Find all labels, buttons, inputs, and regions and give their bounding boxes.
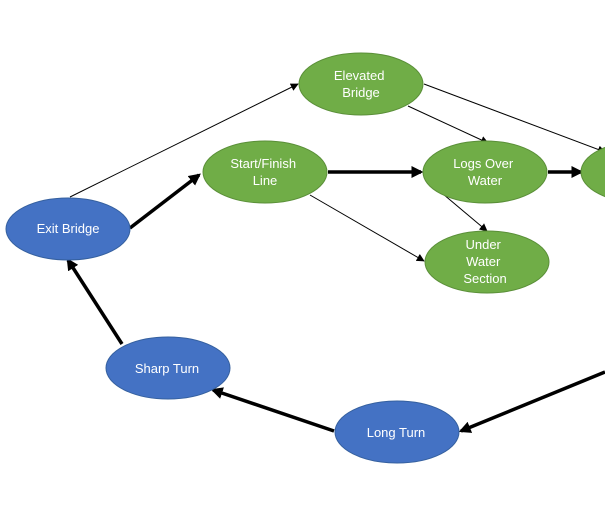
node-long-turn[interactable]: Long Turn	[334, 400, 460, 464]
edge-offscreen-to-long-turn	[458, 370, 605, 433]
node-shape	[202, 140, 328, 204]
edge-elevated-bridge-to-offscreen-node	[423, 83, 605, 154]
node-label-line: Logs Over	[453, 156, 514, 171]
edges	[66, 83, 605, 433]
node-label-line: Under	[465, 237, 501, 252]
node-label-line: Exit Bridge	[37, 221, 100, 236]
node-shape	[424, 230, 550, 294]
node-logs-over-water[interactable]: Logs Over Water	[422, 140, 548, 204]
edge-elevated-bridge-to-logs-over-water	[407, 105, 489, 144]
svg-text:Sharp Turn: Sharp Turn	[135, 361, 199, 376]
node-exit-bridge[interactable]: Exit Bridge	[5, 197, 131, 261]
node-under-water-section[interactable]: Under Water Section	[424, 230, 550, 294]
node-elevated-bridge[interactable]: Elevated Bridge	[298, 52, 424, 116]
node-label-line: Bridge	[342, 85, 380, 100]
node-label-line: Section	[463, 271, 506, 286]
edge-exit-bridge-to-start-finish-line	[128, 173, 201, 230]
svg-text:Under Water Sectio: Under Water Section	[463, 237, 506, 286]
svg-text:Elevated Bridge: Elevated Bridge	[334, 68, 388, 100]
edge-sharp-turn-to-exit-bridge	[66, 257, 124, 345]
node-shape	[580, 146, 605, 198]
node-sharp-turn[interactable]: Sharp Turn	[105, 336, 231, 400]
edge-long-turn-to-sharp-turn	[210, 387, 335, 433]
svg-text:Start/Finish Line: Start/Finish Line	[230, 156, 299, 188]
node-offscreen[interactable]	[580, 141, 605, 203]
node-label-line: Elevated	[334, 68, 385, 83]
node-label-line: Long Turn	[367, 425, 426, 440]
node-label-line: Water	[468, 173, 503, 188]
node-label-line: Start/Finish	[230, 156, 296, 171]
node-label-line: Sharp Turn	[135, 361, 199, 376]
edge-logs-over-water-to-under-water-section	[442, 193, 488, 232]
svg-text:Long Turn: Long Turn	[367, 425, 426, 440]
edge-start-finish-line-to-under-water-section	[309, 194, 425, 262]
node-shape	[298, 52, 424, 116]
node-start-finish-line[interactable]: Start/Finish Line	[202, 140, 328, 204]
node-shape	[422, 140, 548, 204]
node-shape	[105, 336, 231, 400]
node-shape	[5, 197, 131, 261]
node-label-line: Water	[466, 254, 501, 269]
node-shape	[334, 400, 460, 464]
svg-text:Logs Over Water: Logs Over Water	[453, 156, 517, 188]
edge-exit-bridge-to-elevated-bridge	[69, 83, 299, 198]
node-label-line: Line	[253, 173, 278, 188]
svg-text:Exit Bridge: Exit Bridge	[37, 221, 100, 236]
